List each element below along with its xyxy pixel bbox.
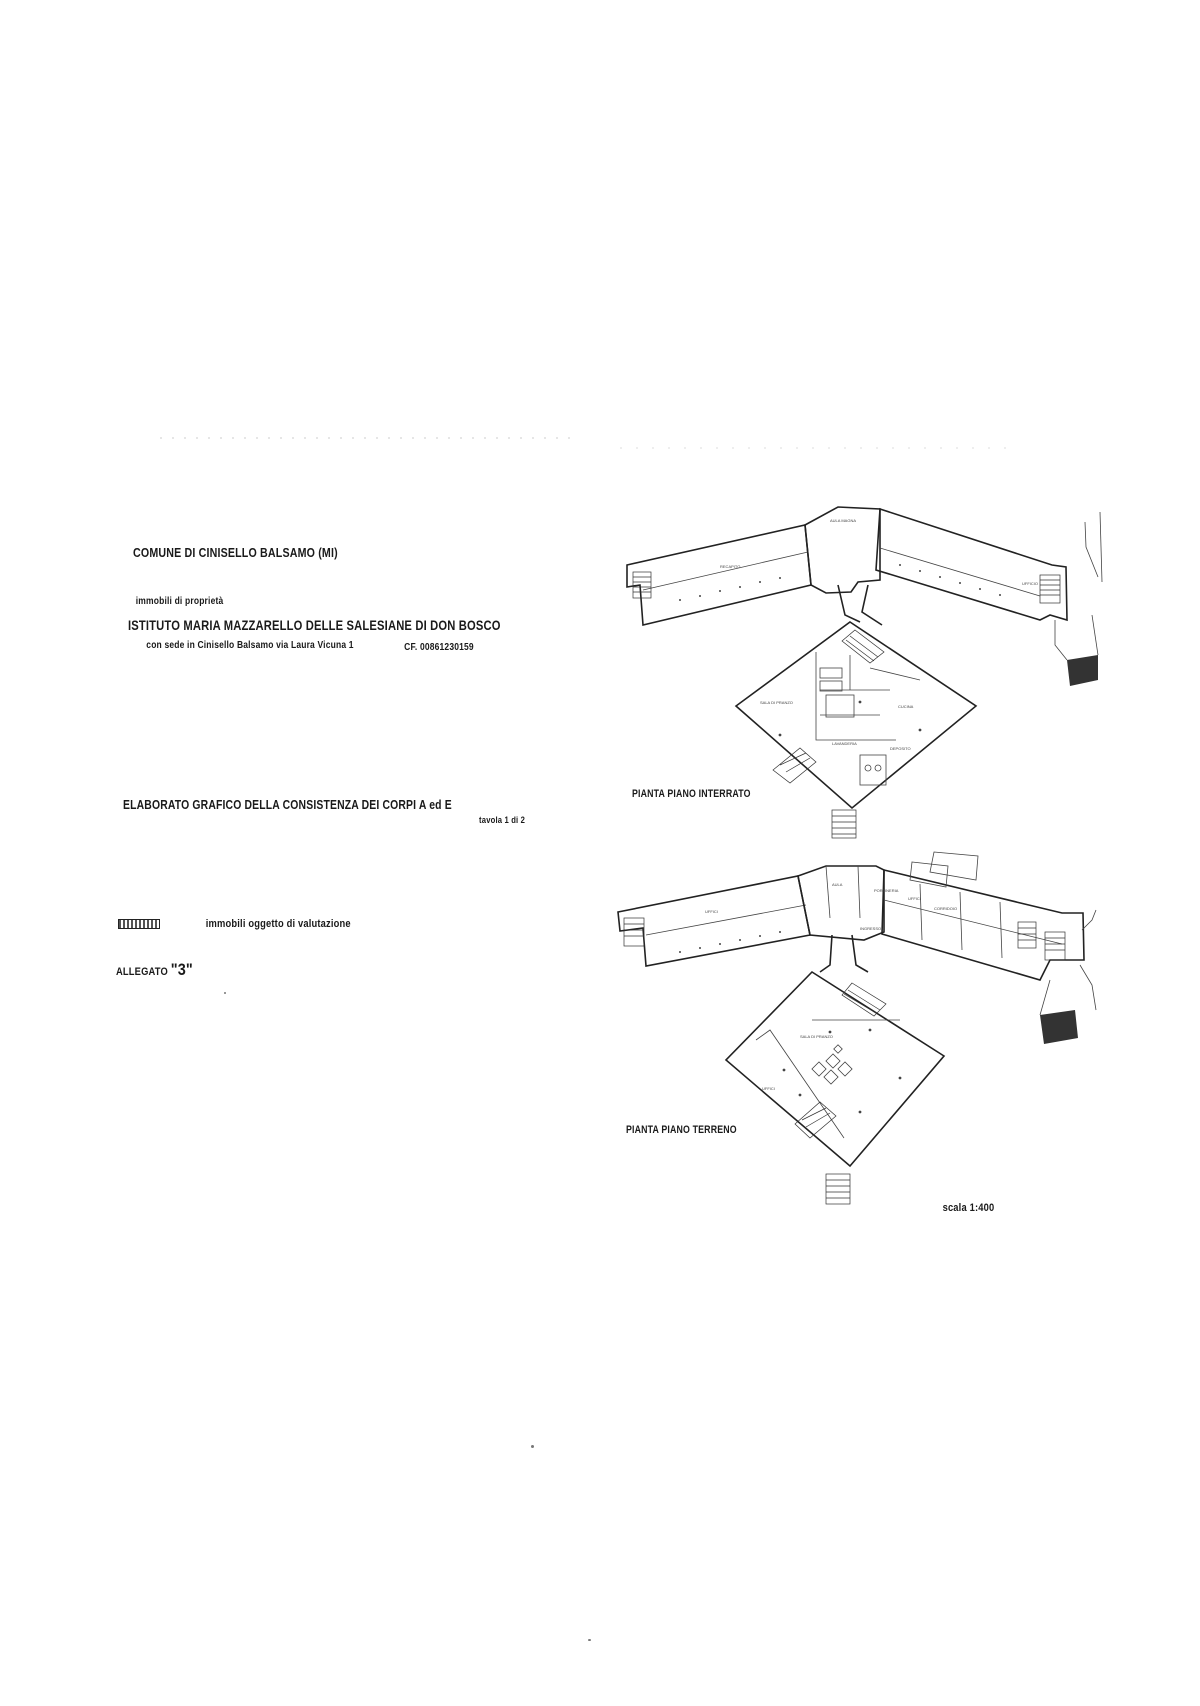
plan-terreno-title: PIANTA PIANO TERRENO — [626, 1124, 737, 1136]
allegato-text: ALLEGATO — [116, 966, 168, 978]
allegato-label: ALLEGATO "3" — [116, 960, 193, 980]
interrato-right-wing — [875, 507, 1068, 622]
sheet-number: tavola 1 di 2 — [479, 815, 526, 825]
plan-interrato-title: PIANTA PIANO INTERRATO — [632, 788, 751, 800]
legend-swatch — [118, 919, 160, 929]
interrato-center-block — [804, 506, 881, 594]
interrato-stair-diamond-bottom — [772, 747, 817, 784]
terreno-ramp-hatch — [1040, 1010, 1078, 1044]
room-label-recapito: RECAPITO — [720, 564, 740, 569]
document-title: ELABORATO GRAFICO DELLA CONSISTENZA DEI … — [123, 797, 452, 812]
terreno-left-wing — [617, 875, 811, 967]
interrato-left-wing — [626, 524, 812, 626]
room-label-uffici-diamond: UFFICI — [762, 1086, 775, 1091]
interrato-diamond — [734, 621, 978, 810]
room-label-uffici-left: UFFICI — [705, 909, 718, 914]
address-line: con sede in Cinisello Balsamo via Laura … — [146, 640, 354, 651]
scan-speck — [224, 992, 226, 994]
terreno-stair-diamond-top — [841, 982, 887, 1017]
room-label-lavanderia: LAVANDERIA — [832, 741, 857, 746]
interrato-ramp-hatch — [1067, 655, 1098, 686]
room-label-deposito: DEPOSITO — [890, 746, 911, 751]
immobili-label: immobili di proprietà — [135, 596, 224, 607]
terreno-stair-right — [1017, 921, 1066, 961]
room-label-ingresso: INGRESSO — [860, 926, 881, 931]
room-label-portineria: PORTINERIA — [874, 888, 899, 893]
room-label-cucina: CUCINA — [898, 704, 914, 709]
comune-heading: COMUNE DI CINISELLO BALSAMO (MI) — [133, 545, 338, 560]
scan-speck — [588, 1639, 591, 1641]
owner-name: ISTITUTO MARIA MAZZARELLO DELLE SALESIAN… — [128, 617, 501, 633]
terreno-stair-left — [623, 917, 645, 947]
interrato-stair-bottom — [831, 809, 857, 839]
scale-label: scala 1:400 — [942, 1202, 995, 1214]
scan-speck — [531, 1445, 534, 1448]
terreno-stair-diamond-bottom — [794, 1101, 837, 1139]
interrato-stair-diamond-top — [841, 629, 885, 664]
terreno-stair-bottom — [825, 1173, 851, 1205]
legend-text: immobili oggetto di valutazione — [205, 918, 351, 930]
plan-interrato: RECAPITO AULA MAGNA CUCINA SALA DI PRANZ… — [626, 506, 1103, 839]
interrato-stair-left — [632, 571, 652, 599]
scan-marks — [160, 437, 1010, 449]
tax-code: CF. 00861230159 — [404, 642, 474, 653]
terreno-right-wing — [881, 868, 1085, 981]
room-label-ufficio: UFFICIO — [1022, 581, 1038, 586]
terreno-table-cluster — [811, 1044, 853, 1085]
room-label-aula: AULA — [832, 882, 843, 887]
interrato-stair-right — [1039, 574, 1061, 604]
room-label-aula-magna: AULA MAGNA — [830, 518, 856, 523]
interrato-wc-block — [859, 754, 887, 786]
room-label-sala-pranzo: SALA DI PRANZO — [800, 1034, 833, 1039]
plan-terreno: UFFICI AULA PORTINERIA UFFICI CORRIDOIO … — [617, 851, 1097, 1205]
room-label-uffici-mid: UFFICI — [908, 896, 921, 901]
terreno-diamond — [724, 970, 946, 1168]
terreno-center-block — [797, 865, 885, 941]
room-label-corridoio: CORRIDOIO — [934, 906, 957, 911]
room-label-sala-pranzo: SALA DI PRANZO — [760, 700, 793, 705]
allegato-number: "3" — [170, 960, 193, 979]
